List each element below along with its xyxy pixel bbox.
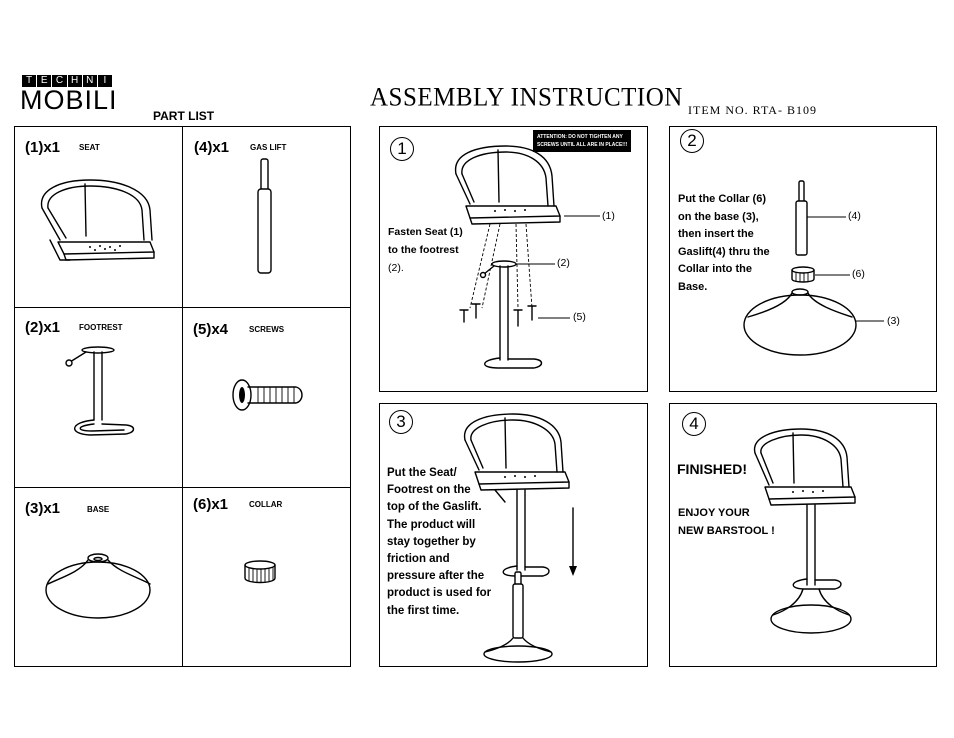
step-2-callout-base: (3) (887, 315, 900, 327)
part-seat-name: SEAT (79, 143, 100, 152)
footrest-illustration (65, 346, 135, 436)
step-3-illustration (463, 413, 577, 663)
warning-line: ATTENTION: DO NOT TIGHTEN ANY (537, 134, 623, 140)
logo-letter: E (37, 75, 52, 87)
step-1-illustration (454, 145, 600, 369)
step-3-number: 3 (389, 410, 413, 434)
part-seat-qty: (1)x1 (25, 139, 61, 156)
parts-grid (14, 126, 351, 667)
step-2-callout-collar: (6) (852, 268, 865, 280)
logo-letter: H (67, 75, 82, 87)
part-footrest-name: FOOTREST (79, 323, 123, 332)
step-4-number: 4 (682, 412, 706, 436)
logo-letter: C (52, 75, 67, 87)
step-2-number: 2 (680, 129, 704, 153)
part-base-name: BASE (87, 505, 110, 514)
logo-top-bar: T E C H N I (22, 75, 113, 87)
step-1-callout-seat: (1) (602, 210, 615, 222)
step-text-line: product is used for (387, 587, 492, 600)
step-2-callout-gaslift: (4) (848, 210, 861, 222)
part-gaslift-qty: (4)x1 (194, 139, 230, 156)
warning-line: SCREWS UNTIL ALL ARE IN PLACE!!! (537, 142, 628, 148)
logo-letter: N (82, 75, 97, 87)
part-base-qty: (3)x1 (25, 500, 61, 517)
step-3-text: Put the Seat/ Footrest on the top of the… (387, 465, 491, 620)
logo-letter: I (97, 75, 113, 87)
step-1-panel (379, 126, 648, 392)
step-1-text: Fasten Seat (1) to the footrest (2). (388, 223, 463, 277)
step-text-line: then insert the (678, 228, 754, 240)
part-collar-name: COLLAR (249, 500, 283, 509)
step-text-line: Base. (678, 280, 708, 293)
step-4-panel (669, 403, 937, 667)
grid-divider-horizontal (15, 487, 350, 489)
step-text-line: NEW BARSTOOL ! (678, 524, 775, 537)
base-illustration (45, 553, 151, 619)
step-text-line: Fasten Seat (1) (388, 226, 463, 238)
part-screws-qty: (5)x4 (193, 321, 229, 338)
step-text-line: pressure after the (387, 570, 485, 583)
gaslift-illustration (257, 158, 272, 274)
step-2-text: Put the Collar (6) on the base (3), then… (678, 191, 770, 296)
step-text-line: stay together by (387, 535, 476, 548)
step-text-line: Collar into the (678, 263, 752, 275)
part-screws-name: SCREWS (249, 325, 285, 334)
step-text-line: to the footrest (388, 244, 459, 256)
step-2-illustration (743, 180, 884, 356)
part-gaslift-name: GAS LIFT (250, 143, 287, 152)
seat-illustration (40, 179, 155, 261)
step-3-panel (379, 403, 648, 667)
step-text-line: the first time. (387, 604, 460, 617)
step-1-callout-footrest: (2) (557, 257, 570, 269)
grid-divider-vertical (182, 127, 184, 666)
step-text-line: Footrest on the (387, 484, 471, 497)
part-collar-qty: (6)x1 (193, 496, 229, 513)
step-text-line: top of the Gaslift. (387, 501, 482, 514)
page-title: ASSEMBLY INSTRUCTION (370, 83, 683, 112)
part-footrest-qty: (2)x1 (25, 319, 61, 336)
step-text-line: Put the Seat/ (387, 467, 457, 479)
step-4-illustration (753, 428, 856, 634)
step-text-line: (2). (388, 262, 404, 274)
step-text-line: friction and (387, 553, 450, 566)
step-1-number: 1 (390, 137, 414, 161)
screw-illustration (232, 379, 303, 411)
step-text-line: The product will (387, 518, 476, 531)
step-text-line: Gaslift(4) thru the (678, 245, 770, 258)
step-2-panel (669, 126, 937, 392)
collar-illustration (244, 560, 276, 584)
step-1-warning: ATTENTION: DO NOT TIGHTEN ANY SCREWS UNT… (533, 130, 632, 152)
step-text-line: ENJOY YOUR (678, 507, 750, 519)
part-list-title: PART LIST (153, 109, 215, 123)
step-text-line: on the base (3), (678, 210, 759, 223)
grid-divider-horizontal (15, 307, 350, 309)
step-text-line: Put the Collar (6) (678, 193, 767, 205)
step-4-finished: FINISHED! (677, 461, 747, 477)
step-4-text: ENJOY YOUR NEW BARSTOOL ! (678, 505, 775, 540)
step-1-callout-screws: (5) (573, 311, 586, 323)
logo-text: MOBILI (20, 85, 118, 115)
item-number: ITEM NO. RTA- B109 (688, 103, 817, 117)
logo-letter: T (22, 75, 37, 87)
